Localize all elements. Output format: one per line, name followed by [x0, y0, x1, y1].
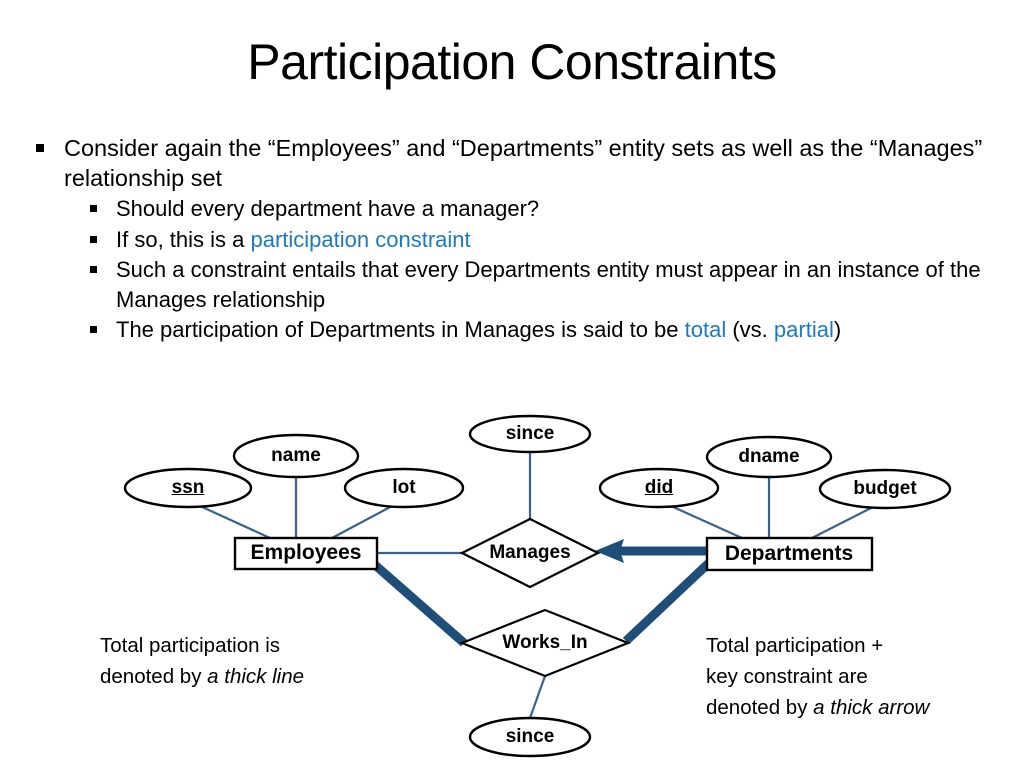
bullet-accent-text: participation constraint	[250, 226, 471, 252]
page-title: Participation Constraints	[247, 34, 777, 90]
edge-departments-works-in-thick	[622, 556, 716, 645]
bullet-item: Such a constraint entails that every Dep…	[18, 255, 1008, 314]
caption-left-line1: Total participation is	[100, 634, 281, 657]
bullet-accent-text: partial	[773, 317, 834, 342]
entity-employees	[233, 536, 379, 571]
caption-left-line2-emphasis: a thick line	[207, 665, 305, 688]
edge-budget-departments	[811, 506, 874, 539]
attribute-ellipses	[123, 414, 952, 758]
bullet-item: The participation of Departments in Mana…	[18, 315, 1008, 345]
attribute-did	[598, 467, 720, 509]
attribute-connectors	[199, 452, 874, 719]
caption-right-line2: key constraint are	[706, 665, 868, 688]
edge-did-departments	[670, 504, 743, 540]
thick-participation-edges	[372, 556, 716, 647]
caption-left-line2-prefix: denoted by	[100, 665, 208, 688]
caption-total-participation: Total participation is denoted by a thic…	[100, 630, 400, 692]
attribute-lot	[343, 467, 465, 509]
bullet-accent-text: total	[684, 317, 727, 342]
attribute-dname	[705, 435, 833, 479]
thick-arrow-departments-manages	[595, 539, 707, 563]
attribute-since-manages	[468, 414, 592, 454]
bullet-text: The participation of Departments in Mana…	[116, 317, 685, 342]
square-bullet-icon	[90, 235, 97, 243]
attribute-since-works-in	[468, 716, 592, 758]
attribute-name	[232, 433, 360, 479]
attribute-budget	[818, 468, 952, 510]
bullet-text: Consider again the “Employees” and “Depa…	[64, 135, 983, 191]
edge-employees-works-in-thick	[372, 561, 467, 647]
entity-rectangles	[233, 536, 874, 572]
caption-total-participation-key-constraint: Total participation + key constraint are…	[706, 630, 1006, 723]
square-bullet-icon	[90, 205, 97, 212]
bullet-text: (vs.	[726, 317, 774, 342]
bullet-item: If so, this is a participation constrain…	[18, 225, 1008, 255]
square-bullet-icon	[90, 266, 97, 273]
caption-right-line1: Total participation +	[706, 634, 884, 657]
edge-ssn-employees	[199, 504, 271, 540]
caption-right-line3-prefix: denoted by	[706, 696, 814, 719]
bullet-text: Should every department have a manager?	[116, 196, 540, 221]
bullet-text: If so, this is a	[116, 226, 251, 252]
caption-left-line2: denoted by a thick line	[100, 661, 400, 692]
bullet-item: Should every department have a manager?	[18, 194, 1008, 224]
bullet-list: Consider again the “Employees” and “Depa…	[18, 133, 1008, 346]
caption-right-line3: denoted by a thick arrow	[706, 692, 1006, 723]
bullet-item: Consider again the “Employees” and “Depa…	[18, 133, 1008, 193]
edge-since-works-in	[528, 675, 547, 719]
square-bullet-icon	[36, 144, 44, 152]
bullet-text: Such a constraint entails that every Dep…	[116, 257, 981, 312]
square-bullet-icon	[90, 326, 97, 333]
relationship-manages	[459, 517, 601, 589]
edge-lot-employees	[331, 505, 393, 539]
relationship-diamonds	[459, 517, 631, 678]
bullet-text: )	[833, 317, 842, 342]
entity-departments	[705, 536, 874, 572]
attribute-ssn	[123, 467, 253, 509]
caption-right-line3-emphasis: a thick arrow	[813, 696, 930, 719]
relationship-works-in	[459, 608, 631, 678]
